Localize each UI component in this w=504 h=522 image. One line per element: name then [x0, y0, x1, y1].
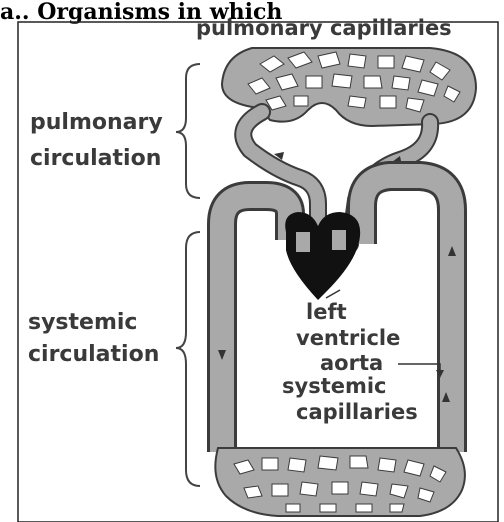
left-ventricle-label-line2: ventricle [296, 326, 400, 350]
pulmonary-capillaries-label: pulmonary capillaries [196, 16, 452, 40]
systemic-capillaries-label-line1: systemic [282, 374, 387, 398]
systemic-circulation-label-line2: circulation [28, 342, 159, 367]
pulmonary-brace [176, 64, 200, 198]
left-ventricle-label-line1: left [306, 300, 347, 324]
aorta-label: aorta [320, 351, 383, 375]
aorta-pointer [398, 364, 440, 374]
systemic-capillary-bed [215, 448, 465, 516]
heart [285, 212, 360, 300]
systemic-brace [176, 232, 200, 486]
systemic-capillaries-label-line2: capillaries [296, 400, 418, 424]
pulmonary-circulation-label-line2: circulation [30, 146, 161, 171]
systemic-circulation-label-line1: systemic [28, 310, 137, 335]
left-ventricle-pointer [326, 290, 340, 298]
pulmonary-circulation-label-line1: pulmonary [30, 110, 163, 135]
